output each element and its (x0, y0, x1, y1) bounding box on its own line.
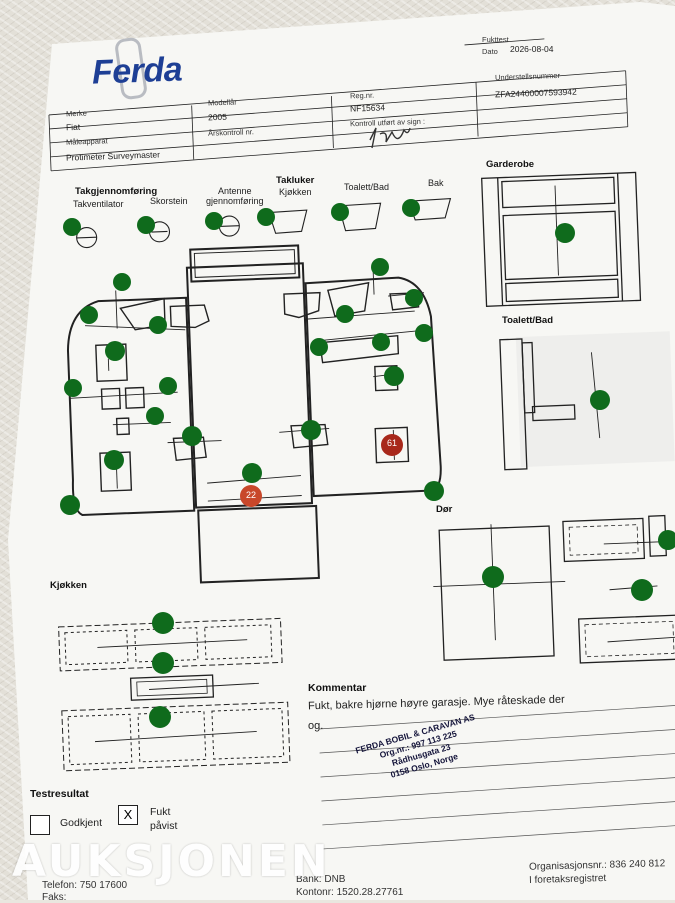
reading-dot (159, 377, 177, 395)
antenne-label: Antenne gjennomføring (206, 186, 264, 206)
reading-dot (336, 305, 354, 323)
takventilator-label: Takventilator (73, 199, 124, 209)
reading-dot (371, 258, 389, 276)
aarskontroll-label: Årskontroll nr. (208, 127, 254, 138)
godkjent-checkbox[interactable] (30, 815, 50, 835)
regnr-value: NF15634 (350, 102, 385, 113)
merke-label: Merke (66, 109, 87, 119)
footer-foretak: I foretaksregistret (529, 873, 607, 886)
reading-dot (113, 273, 131, 291)
reading-dot (590, 390, 610, 410)
dor-heading: Dør (436, 504, 452, 515)
ferda-logo: Ferda (91, 50, 182, 92)
auksjonen-watermark: AUKSJONEN (12, 836, 331, 887)
date-label: Dato (482, 47, 498, 56)
reading-dot (257, 208, 275, 226)
reading-dot (331, 203, 349, 221)
reading-dot (658, 530, 675, 550)
reading-dot (152, 612, 174, 634)
reading-dot (424, 481, 444, 501)
reading-dot (146, 407, 164, 425)
footer-faks: Faks: (42, 892, 66, 903)
reading-dot (482, 566, 504, 588)
reading-value-red-2: 22 (242, 490, 260, 500)
kommentar-heading: Kommentar (308, 682, 366, 694)
maaleapparat-label: Måleapparat (66, 136, 108, 146)
reading-dot (301, 420, 321, 440)
reading-dot (372, 333, 390, 351)
reading-dot (402, 199, 420, 217)
reading-dot (64, 379, 82, 397)
bak-label: Bak (428, 178, 444, 188)
pavist-label: påvist (150, 820, 177, 832)
modell-value: 2005 (208, 112, 227, 123)
reading-dot (60, 495, 80, 515)
fukt-pavist-checkbox[interactable]: X (118, 805, 138, 825)
reading-dot (105, 341, 125, 361)
reading-dot (205, 212, 223, 230)
test-type: Fukttest (482, 35, 509, 44)
takluker-heading: Takluker (276, 175, 314, 186)
reading-dot (415, 324, 433, 342)
godkjent-label: Godkjent (60, 817, 102, 829)
garderobe-heading: Garderobe (486, 159, 534, 170)
reading-dot (310, 338, 328, 356)
takgjennomforing-heading: Takgjennomføring (75, 186, 157, 197)
comment-line-2: og. (308, 720, 323, 732)
reading-dot (80, 306, 98, 324)
reading-dot (137, 216, 155, 234)
reading-dot (631, 579, 653, 601)
reading-value-red-1: 61 (383, 438, 401, 448)
toalett-drawing (500, 331, 675, 469)
reading-dot (384, 366, 404, 386)
reading-dot (63, 218, 81, 236)
modell-label: Modellår (208, 98, 237, 108)
reading-dot (242, 463, 262, 483)
testresultat-heading: Testresultat (30, 788, 89, 800)
reading-dot (104, 450, 124, 470)
toalett-bad-luke-label: Toalett/Bad (344, 182, 389, 192)
reading-dot (149, 316, 167, 334)
reading-dot (555, 223, 575, 243)
merke-value: Fiat (66, 122, 81, 132)
skorstein-label: Skorstein (150, 196, 188, 206)
kjokken-luke-label: Kjøkken (279, 187, 312, 197)
toalett-bad-heading: Toalett/Bad (502, 315, 553, 326)
reading-dot (152, 652, 174, 674)
footer-kontonr: Kontonr: 1520.28.27761 (296, 887, 403, 898)
fukt-label: Fukt (150, 806, 170, 818)
reading-dot (405, 289, 423, 307)
kjokken-heading: Kjøkken (50, 580, 87, 591)
date-value: 2026-08-04 (510, 44, 553, 54)
reading-dot (149, 706, 171, 728)
regnr-label: Reg.nr. (350, 91, 374, 101)
reading-dot (182, 426, 202, 446)
floorplan-outline (64, 240, 445, 587)
